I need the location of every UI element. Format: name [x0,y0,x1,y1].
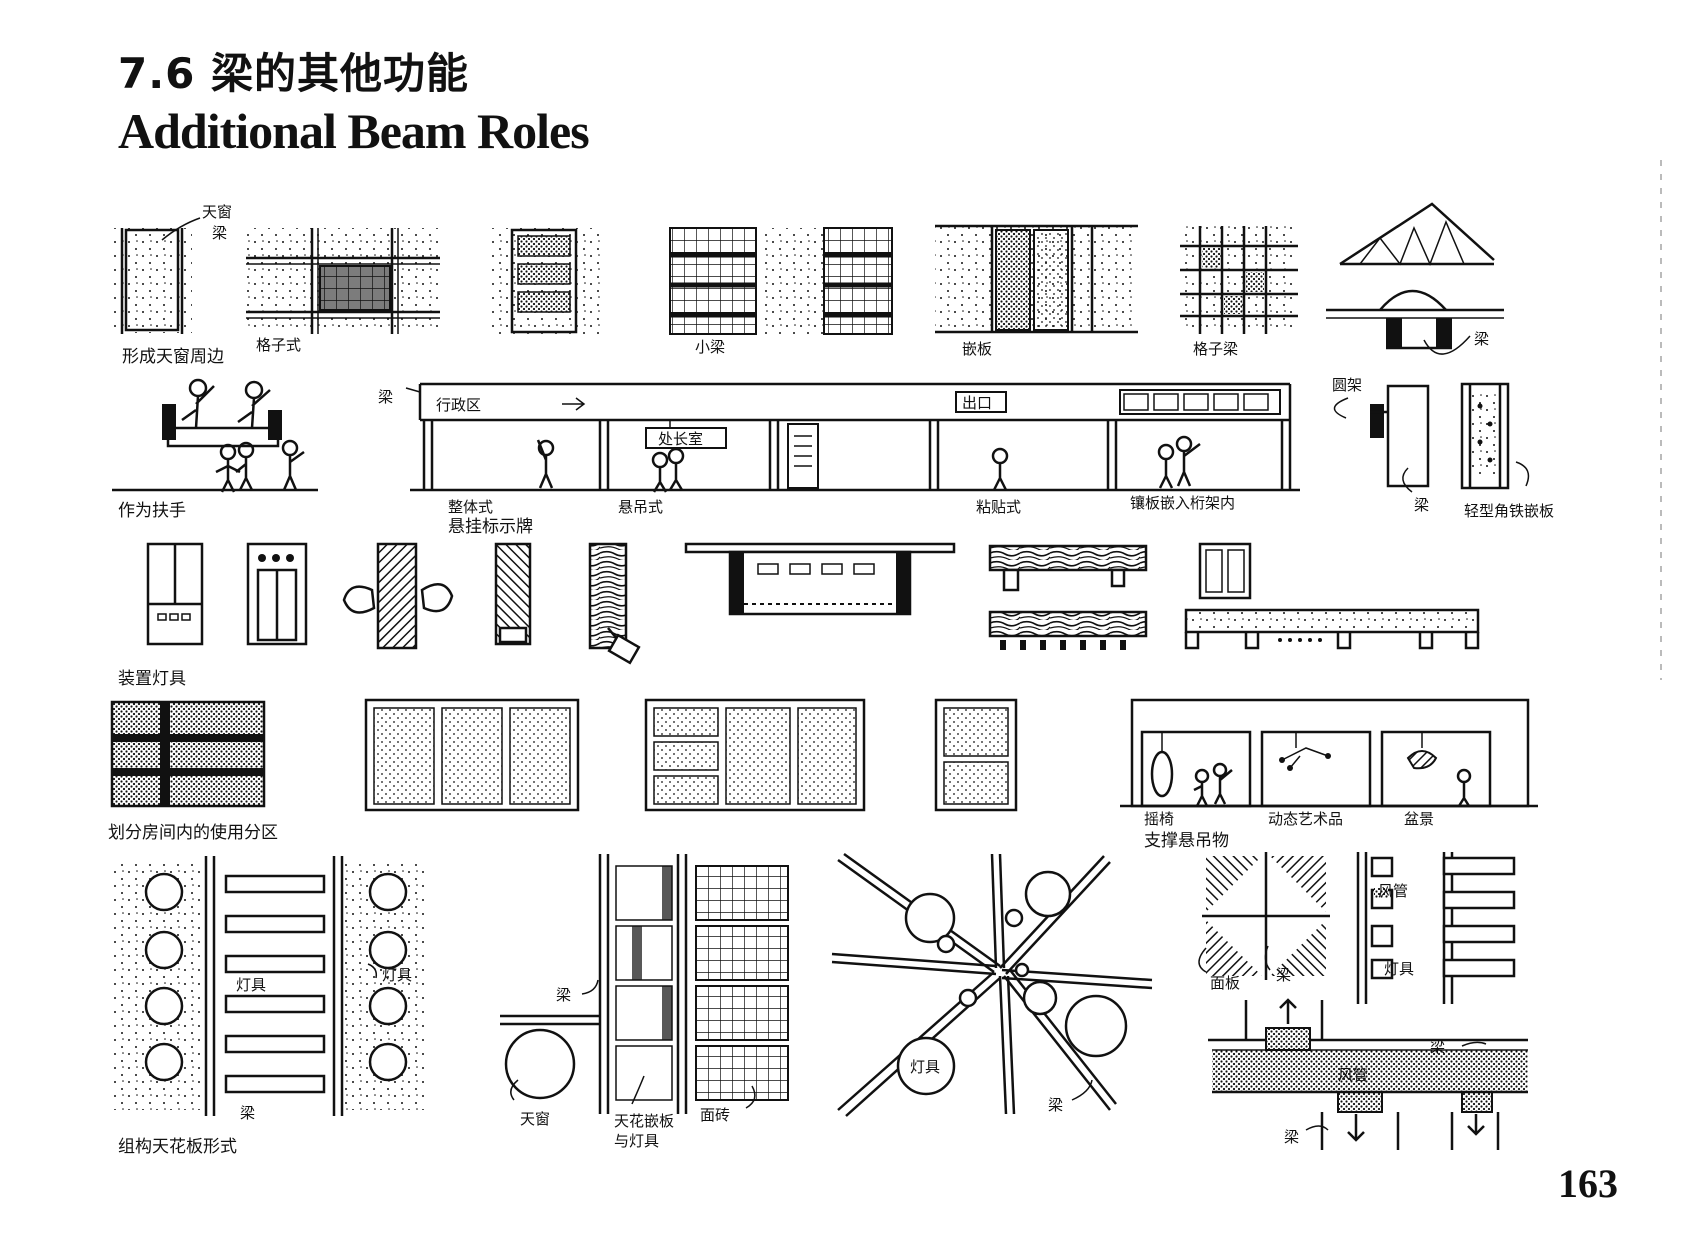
label-beam-duct: 梁 [1276,966,1291,984]
support-hanging-sketch: 摇椅 动态艺术品 盆景 支撑悬吊物 [1120,698,1538,851]
label-beam-ceiling: 梁 [240,1104,255,1122]
coffer-grid-sketch: 格子式 [246,228,440,354]
label-skylight-perimeter: 形成天窗周边 [122,347,224,367]
label-integral-sign-1: 整体式 [448,498,493,516]
label-skylight-2: 天窗 [520,1110,550,1128]
handrail-sketch: 作为扶手 [112,378,318,521]
label-ceiling-panel-2: 与灯具 [614,1132,659,1150]
label-beam-right: 梁 [1474,330,1489,348]
section-title-en: Additional Beam Roles [118,103,590,159]
label-beam-skylight: 梁 [556,986,571,1004]
label-duct-1: 风管 [1378,882,1408,900]
label-ceiling-composition: 组构天花板形式 [118,1137,237,1157]
label-tile: 面砖 [700,1106,730,1124]
corridor-signage-sketch: 梁 行政区 出口 处长室 [378,382,1300,537]
label-beam-diag: 梁 [1048,1096,1063,1114]
label-round-frame: 圆架 [1332,376,1362,394]
skylight-perimeter-sketch: 天窗 梁 形成天窗周边 [110,203,232,367]
label-light-3: 灯具 [910,1058,940,1076]
angle-iron-panel-sketch: 轻型角铁嵌板 [1460,382,1554,520]
sign-director-office: 处长室 [658,430,703,448]
joist-stripe-sketch [490,228,600,334]
label-light-1: 灯具 [236,976,266,994]
label-room-zones: 划分房间内的使用分区 [108,822,278,843]
label-applied: 粘贴式 [976,498,1021,516]
label-face-panel: 面板 [1210,974,1240,992]
small-joists-sketch: 小梁 [669,227,893,356]
label-kinetic-art: 动态艺术品 [1268,810,1343,828]
label-angle-iron-panel: 轻型角铁嵌板 [1464,502,1554,520]
section-number-title-cn: 7.6 梁的其他功能 [118,49,470,98]
light-fixture-sketches: 装置灯具 [118,542,1480,689]
label-integral-sign-2: 悬挂标示牌 [448,517,533,537]
round-frame-sketch: 圆架 梁 [1332,376,1430,514]
label-swing: 摇椅 [1144,810,1174,828]
room-zones-sketches: 划分房间内的使用分区 [108,698,1018,843]
label-ceiling-panel-1: 天花嵌板 [614,1112,674,1130]
label-beam: 梁 [212,224,227,242]
label-beam-sign: 梁 [378,388,393,406]
sign-exit: 出口 [962,394,992,412]
label-beam-small: 梁 [1414,496,1429,514]
label-light-2: 灯具 [382,966,412,984]
label-suspended: 悬吊式 [618,498,663,516]
label-light-4: 灯具 [1384,960,1414,978]
radial-beam-sketch: 灯具 梁 [831,852,1153,1117]
label-light-fixtures: 装置灯具 [118,669,186,689]
label-handrail: 作为扶手 [118,501,186,521]
label-grid-beams: 格子梁 [1193,340,1238,358]
page-edge-strip [1660,160,1662,680]
sign-admin-area: 行政区 [436,396,481,414]
label-potted-plant: 盆景 [1404,810,1434,828]
label-duct-2: 风管 [1338,1066,1368,1084]
label-panel-in-truss: 镶板嵌入桁架内 [1130,494,1235,512]
label-coffer: 格子式 [256,336,301,354]
label-skylight: 天窗 [202,203,232,221]
label-support-hanging: 支撑悬吊物 [1144,831,1229,851]
label-beam-duct-3: 梁 [1284,1128,1299,1146]
grid-beams-sketch: 格子梁 [1180,226,1298,358]
page-number: 163 [1558,1161,1618,1206]
infill-panel-sketch: 嵌板 [935,224,1138,358]
ceiling-panel-tile-sketch: 梁 天窗 天花嵌板 与灯具 面砖 [500,854,789,1150]
label-joists: 小梁 [695,338,725,356]
label-infill-panel: 嵌板 [962,340,992,358]
truss-beam-sketch: 梁 [1326,202,1504,355]
label-beam-duct-2: 梁 [1430,1038,1445,1056]
face-panel-duct-sketch: 面板 梁 风管 灯具 梁 风管 梁 [1198,852,1528,1150]
ceiling-composition-sketch: 灯具 灯具 梁 组构天花板形式 [112,856,426,1157]
